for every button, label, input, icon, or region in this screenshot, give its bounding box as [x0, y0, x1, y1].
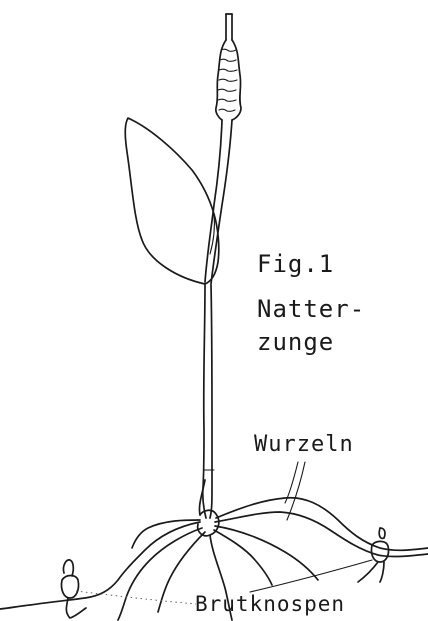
- brood-bud-left: [61, 560, 86, 618]
- brood-buds-label: Brutknospen: [195, 594, 345, 615]
- main-stem: [199, 284, 214, 518]
- leaf-blade: [125, 118, 219, 284]
- plant-name-line2: zunge: [257, 330, 334, 354]
- figure-title: Fig.1: [257, 252, 334, 276]
- roots-label: Wurzeln: [254, 434, 354, 456]
- brood-bud-right: [358, 528, 389, 582]
- plant-name-line1: Natter-: [257, 297, 365, 321]
- roots-leader-lines: [285, 462, 305, 520]
- spore-spike: [216, 14, 241, 120]
